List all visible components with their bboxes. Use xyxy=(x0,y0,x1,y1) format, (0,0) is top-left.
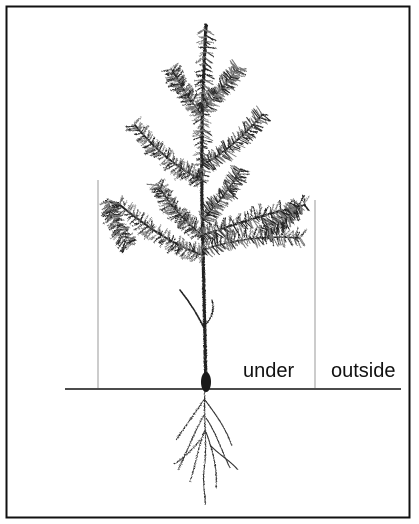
root-crown xyxy=(201,372,211,392)
foliage-needle xyxy=(206,53,213,54)
foliage-needle xyxy=(206,59,212,64)
foliage-needle xyxy=(236,143,243,144)
foliage-needle xyxy=(168,231,169,240)
foliage-needle xyxy=(296,209,297,215)
foliage-needle xyxy=(158,157,165,159)
foliage-needle xyxy=(304,196,309,204)
foliage-needle xyxy=(122,234,131,235)
foliage-needle xyxy=(248,213,249,218)
foliage-needle xyxy=(257,120,263,121)
foliage-needle xyxy=(204,129,212,135)
foliage-needle xyxy=(187,104,193,105)
label-under: under xyxy=(243,360,294,382)
foliage-needle xyxy=(153,237,159,243)
foliage-needle xyxy=(205,155,206,163)
foliage-needle xyxy=(233,183,241,184)
foliage-needle xyxy=(268,229,269,239)
foliage-needle xyxy=(164,150,167,155)
foliage-needle xyxy=(125,126,136,127)
foliage-needle xyxy=(217,225,218,229)
label-outside: outside xyxy=(331,360,396,382)
foliage-needle xyxy=(300,229,307,237)
foliage-needle xyxy=(141,212,144,222)
foliage-needle xyxy=(131,128,137,129)
foliage-needle xyxy=(124,240,137,241)
foliage-needle xyxy=(196,158,202,159)
foliage-needle xyxy=(260,225,261,237)
foliage-needle xyxy=(128,205,129,211)
foliage-needle xyxy=(203,147,208,148)
foliage-needle xyxy=(229,190,235,191)
foliage-needle xyxy=(257,210,258,216)
foliage-needle xyxy=(124,215,129,216)
foliage-needle xyxy=(228,232,229,242)
roots xyxy=(174,390,238,505)
foliage-needle xyxy=(244,227,245,237)
foliage-needle xyxy=(241,228,243,238)
foliage-needle xyxy=(238,216,239,224)
foliage-needle xyxy=(151,191,162,192)
foliage-needle xyxy=(118,227,124,228)
foliage-needle xyxy=(175,219,182,220)
foliage-needle xyxy=(206,47,216,48)
figure-frame xyxy=(7,7,410,518)
foliage-needle xyxy=(143,145,152,148)
foliage-needle xyxy=(253,206,256,217)
foliage-needle xyxy=(293,230,294,236)
foliage-needle xyxy=(162,70,171,72)
